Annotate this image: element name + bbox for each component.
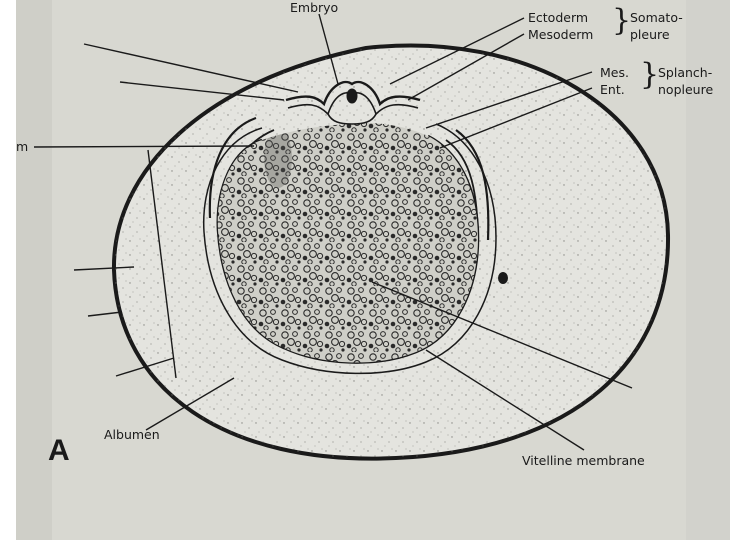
label-albumen: Albumen — [104, 428, 160, 442]
label-mes: Mes. — [600, 66, 629, 80]
label-somatopleure-2: pleure — [630, 28, 670, 42]
dark-spot — [498, 272, 508, 284]
label-ent: Ent. — [600, 83, 625, 97]
panel-letter: A — [48, 434, 70, 468]
slide-photo: Embryo Ectoderm Mesoderm } Somato- pleur… — [16, 0, 730, 540]
label-ectoderm: Ectoderm — [528, 11, 588, 25]
splanchnopleure-brace: } — [640, 60, 659, 90]
yolk — [218, 123, 478, 362]
label-mesoderm: Mesoderm — [528, 28, 593, 42]
label-cut-off-left: m — [16, 140, 28, 154]
label-vitelline-membrane: Vitelline membrane — [522, 454, 645, 468]
label-splanchnopleure-1: Splanch- — [658, 66, 712, 80]
label-splanchnopleure-2: nopleure — [658, 83, 713, 97]
label-embryo: Embryo — [290, 1, 338, 15]
label-somatopleure-1: Somato- — [630, 11, 683, 25]
somatopleure-brace: } — [612, 6, 631, 36]
